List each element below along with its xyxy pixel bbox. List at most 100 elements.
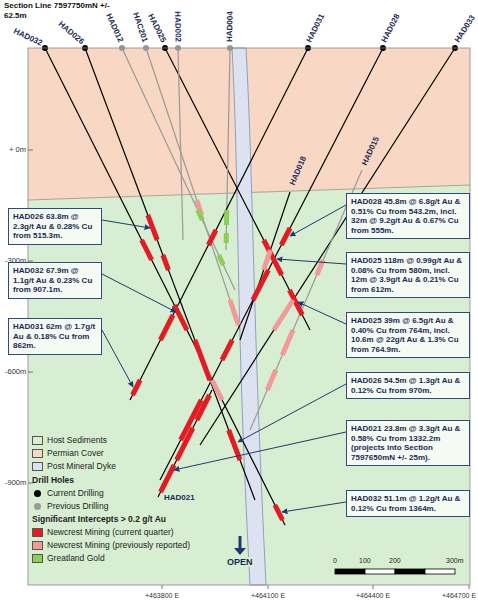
legend-text: Post Mineral Dyke [47, 461, 116, 471]
drill-hole-label: HAD028 [380, 13, 403, 45]
legend-swatch [32, 528, 43, 537]
intercept-segment [195, 340, 210, 380]
legend-text: Newcrest Mining (current quarter) [47, 527, 174, 537]
drill-hole-trace [85, 48, 255, 500]
legend-text: Current Drilling [47, 488, 104, 498]
drill-hole-trace [122, 48, 235, 290]
open-arrow [239, 536, 242, 549]
intercept-segment [230, 300, 238, 325]
callout-text: HAD026 54.5m @ 1.3g/t Au & 0.12% Cu from… [351, 376, 465, 395]
intercept-segment [163, 255, 169, 270]
callout-text: HAD028 45.8m @ 6.8g/t Au & 0.51% Cu from… [351, 197, 465, 235]
intercept-segment [142, 240, 152, 260]
legend-swatch [32, 554, 43, 563]
callout-text: HAD025 118m @ 0.99g/t Au & 0.08% Cu from… [351, 256, 465, 294]
intercept-segment [133, 380, 141, 395]
intercept-segment [275, 505, 283, 520]
section-title: Section Line 7597750mN +/- 62.5m [4, 1, 116, 21]
callout-text: HAD025 39m @ 6.5g/t Au & 0.40% Cu from 7… [351, 316, 465, 354]
open-arrowhead [234, 548, 246, 555]
intercept-segment [177, 428, 193, 460]
intercept-callout: HAD028 45.8m @ 6.8g/t Au & 0.51% Cu from… [346, 193, 470, 239]
drill-hole-trace [158, 390, 212, 497]
scale-label: 300m [446, 556, 464, 566]
intercept-segment [224, 233, 229, 243]
intercept-segment [208, 230, 216, 245]
legend-text: Greatland Gold [47, 553, 105, 563]
intercept-callout: HAD026 63.8m @ 2.3g/t Au & 0.28% Cu from… [8, 208, 102, 245]
drill-hole-label: HAD033 [452, 14, 477, 45]
intercept-callout: HAD025 118m @ 0.99g/t Au & 0.08% Cu from… [346, 252, 470, 298]
intercept-segment [281, 228, 290, 245]
leader-line [298, 302, 346, 324]
scale-label: 0 [333, 556, 337, 566]
easting-label: +464400 E [356, 591, 390, 601]
intercept-segment [274, 300, 293, 330]
leader-line [290, 205, 346, 236]
drill-hole-label: HAD012 [103, 12, 125, 44]
leader-line [277, 259, 346, 264]
leader-line [282, 502, 346, 512]
depth-label: -900m [5, 478, 26, 488]
intercept-segment [212, 380, 222, 400]
legend-dot [34, 490, 41, 497]
open-label: OPEN [226, 557, 254, 567]
intercept-segment [253, 270, 268, 300]
intercept-segment [282, 330, 293, 355]
intercept-callout: HAD025 39m @ 6.5g/t Au & 0.40% Cu from 7… [346, 312, 470, 358]
legend-swatch [32, 462, 43, 471]
easting-label: +464700 E [442, 591, 476, 601]
callout-text: HAD032 67.9m @ 1.1g/t Au & 0.23% Cu from… [13, 266, 97, 295]
scale-label: 200 [389, 556, 401, 566]
drill-hole-label: HAD004 [225, 11, 236, 42]
legend-text: Host Sediments [47, 435, 107, 445]
legend-swatch [32, 541, 43, 550]
drill-hole-label: HAD002 [172, 11, 183, 42]
drill-hole-label: HAD031 [305, 13, 328, 45]
intercept-callout: HAD026 54.5m @ 1.3g/t Au & 0.12% Cu from… [346, 372, 470, 399]
intercept-callout: HAD032 67.9m @ 1.1g/t Au & 0.23% Cu from… [8, 262, 102, 299]
depth-label: -600m [5, 367, 26, 377]
intercept-segment [267, 370, 276, 390]
depth-label: + 0m [9, 145, 26, 155]
drill-hole-trace [146, 48, 240, 330]
intercept-segment [264, 250, 271, 270]
callout-text: HAD032 51.1m @ 1.2g/t Au & 0.12% Cu from… [351, 494, 465, 513]
intercept-callout: HAD021 23.8m @ 3.3g/t Au & 0.58% Cu from… [346, 420, 470, 466]
callout-text: HAD021 23.8m @ 3.3g/t Au & 0.58% Cu from… [351, 424, 465, 462]
easting-label: +463800 E [145, 591, 179, 601]
scale-bar [335, 569, 455, 574]
drill-hole-label: HAD026 [56, 20, 86, 47]
leader-line [174, 432, 346, 470]
intercept-segment [160, 315, 173, 340]
leader-line [102, 330, 133, 387]
legend-heading: Significant Intercepts > 0.2 g/t Au [32, 514, 166, 524]
drill-hole-trace [178, 48, 183, 240]
intercept-callout: HAD031 62m @ 1.7g/t Au & 0.18% Cu from 8… [8, 318, 102, 355]
legend-text: Previous Drilling [47, 501, 108, 511]
callout-text: HAD026 63.8m @ 2.3g/t Au & 0.28% Cu from… [13, 212, 97, 241]
scale-label: 100 [359, 556, 371, 566]
drill-hole-label: HAD021 [164, 493, 195, 503]
legend-text: Newcrest Mining (previously reported) [47, 540, 190, 550]
intercept-segment [197, 395, 210, 420]
intercept-segment [161, 465, 175, 492]
section-frame [28, 48, 470, 585]
legend-dot [34, 503, 41, 510]
intercept-callout: HAD032 51.1m @ 1.2g/t Au & 0.12% Cu from… [346, 490, 470, 517]
leader-line [102, 220, 150, 228]
drill-hole-trace [226, 48, 230, 250]
legend-heading: Drill Holes [32, 475, 74, 485]
leader-line [102, 274, 176, 312]
legend-swatch [32, 449, 43, 458]
legend-text: Permian Cover [47, 448, 104, 458]
legend-swatch [32, 436, 43, 445]
intercept-segment [219, 255, 224, 265]
easting-label: +464100 E [251, 591, 285, 601]
intercept-segment [224, 210, 229, 225]
leader-line [238, 384, 346, 442]
drill-hole-label: HAD032 [12, 26, 44, 48]
intercept-segment [222, 340, 232, 360]
callout-text: HAD031 62m @ 1.7g/t Au & 0.18% Cu from 8… [13, 322, 97, 351]
